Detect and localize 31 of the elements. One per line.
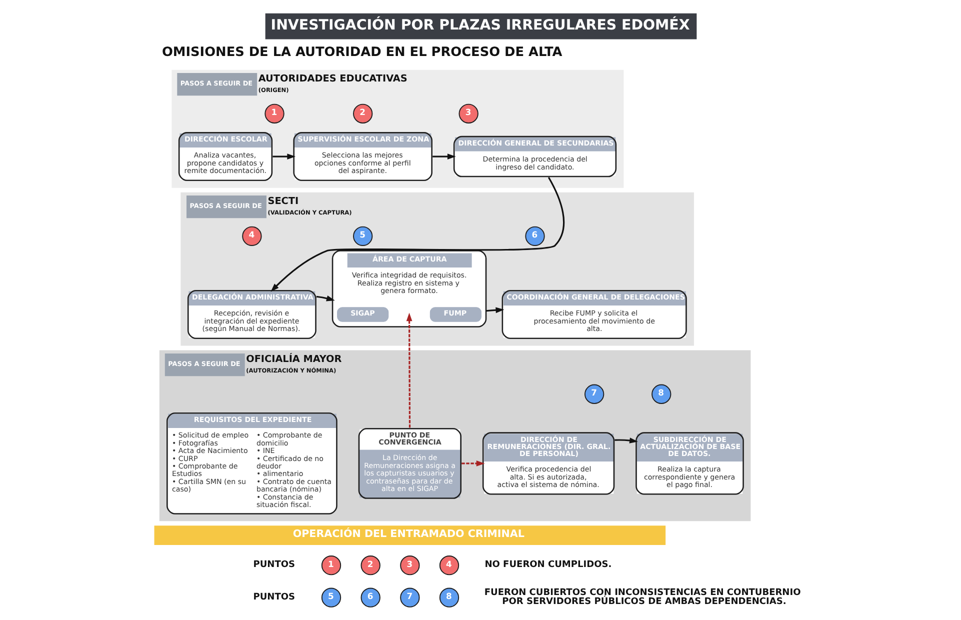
node-circle: 1 <box>320 556 341 576</box>
arrow <box>272 154 296 160</box>
node-circle: 8 <box>438 588 459 608</box>
node-circle: 6 <box>524 226 544 246</box>
node-circle: 3 <box>458 104 478 124</box>
arrow <box>461 460 484 466</box>
node-circle: 7 <box>400 588 420 608</box>
label: NO FUERON CUMPLIDOS. <box>484 560 612 570</box>
arrow <box>316 296 334 302</box>
label: OMISIONES DE LA AUTORIDAD EN EL PROCESO DE ALTA <box>161 44 562 60</box>
arrow <box>270 176 564 292</box>
diagram-title: INVESTIGACIÓN POR PLAZAS IRREGULARES EDOMÉX <box>270 17 690 34</box>
label: PUNTOS <box>252 560 295 570</box>
node-circle: 5 <box>320 588 341 608</box>
arrow <box>614 438 638 444</box>
arrow <box>406 312 412 428</box>
label: FUERON CUBIERTOS CON INCONSISTENCIAS EN CONTUBERNIO POR SERVIDORES PÚBLICOS DE AMBAS DEPENDENCIAS. <box>484 588 800 608</box>
node-circle: 4 <box>438 556 459 576</box>
arrow <box>485 307 504 314</box>
arrow <box>432 154 456 160</box>
label: PUNTOS <box>252 592 295 602</box>
node-circle: 8 <box>651 384 671 404</box>
node-circle: 5 <box>352 226 372 246</box>
node-circle: 2 <box>360 556 380 576</box>
node-box: OPERACIÓN DEL ENTRAMADO CRIMINAL <box>154 526 666 546</box>
node-circle: 1 <box>264 104 284 124</box>
node-circle: 7 <box>584 384 604 404</box>
node-circle: 4 <box>242 226 262 246</box>
node-circle: 2 <box>352 104 372 124</box>
node-circle: 6 <box>360 588 380 608</box>
node-circle: 3 <box>400 556 420 576</box>
